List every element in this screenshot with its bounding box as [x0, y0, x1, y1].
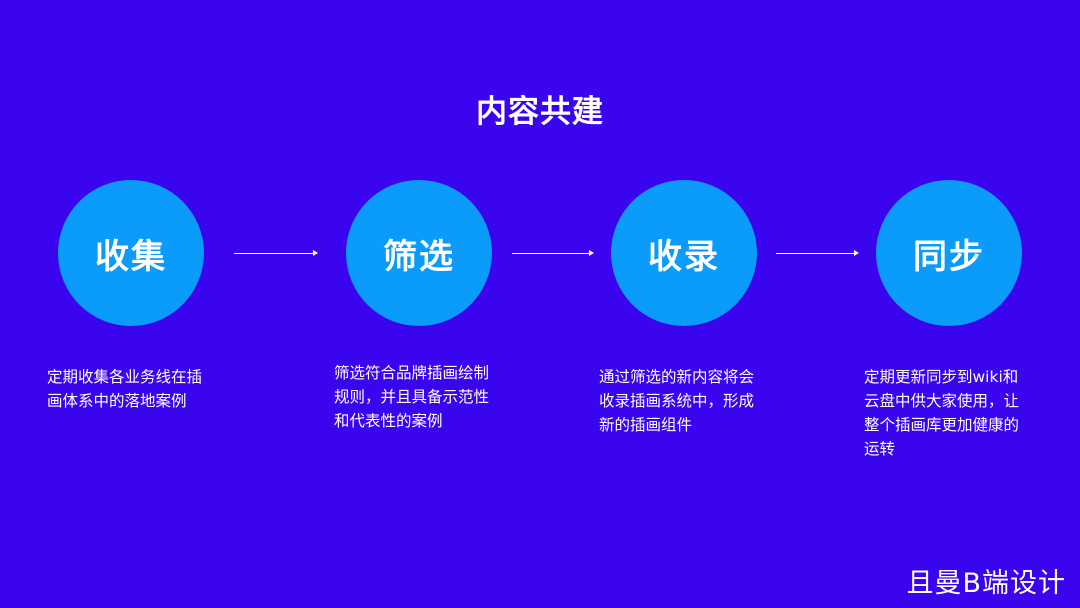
step-description-filter: 筛选符合品牌插画绘制 规则，并且具备示范性 和代表性的案例 [334, 364, 490, 430]
watermark: 且曼B端设计 [906, 568, 1066, 599]
step-label-collect: 收集 [95, 236, 167, 277]
step-circle-filter: 筛选 [346, 180, 492, 326]
step-description-collect: 定期收集各业务线在插 画体系中的落地案例 [47, 368, 203, 410]
step-circle-collect: 收集 [58, 180, 204, 326]
step-label-filter: 筛选 [383, 236, 455, 277]
flow-arrow-2 [512, 250, 594, 256]
step-description-sync: 定期更新同步到wiki和 云盘中供大家使用，让 整个插画库更加健康的 运转 [864, 368, 1020, 458]
step-description-include: 通过筛选的新内容将会 收录插画系统中，形成 新的插画组件 [599, 368, 755, 434]
step-circle-include: 收录 [611, 180, 757, 326]
step-label-include: 收录 [648, 236, 720, 277]
flow-arrow-1 [234, 250, 318, 256]
flow-arrow-3 [776, 250, 859, 256]
page-title: 内容共建 [476, 94, 604, 130]
step-circle-sync: 同步 [876, 180, 1022, 326]
step-label-sync: 同步 [913, 236, 985, 277]
